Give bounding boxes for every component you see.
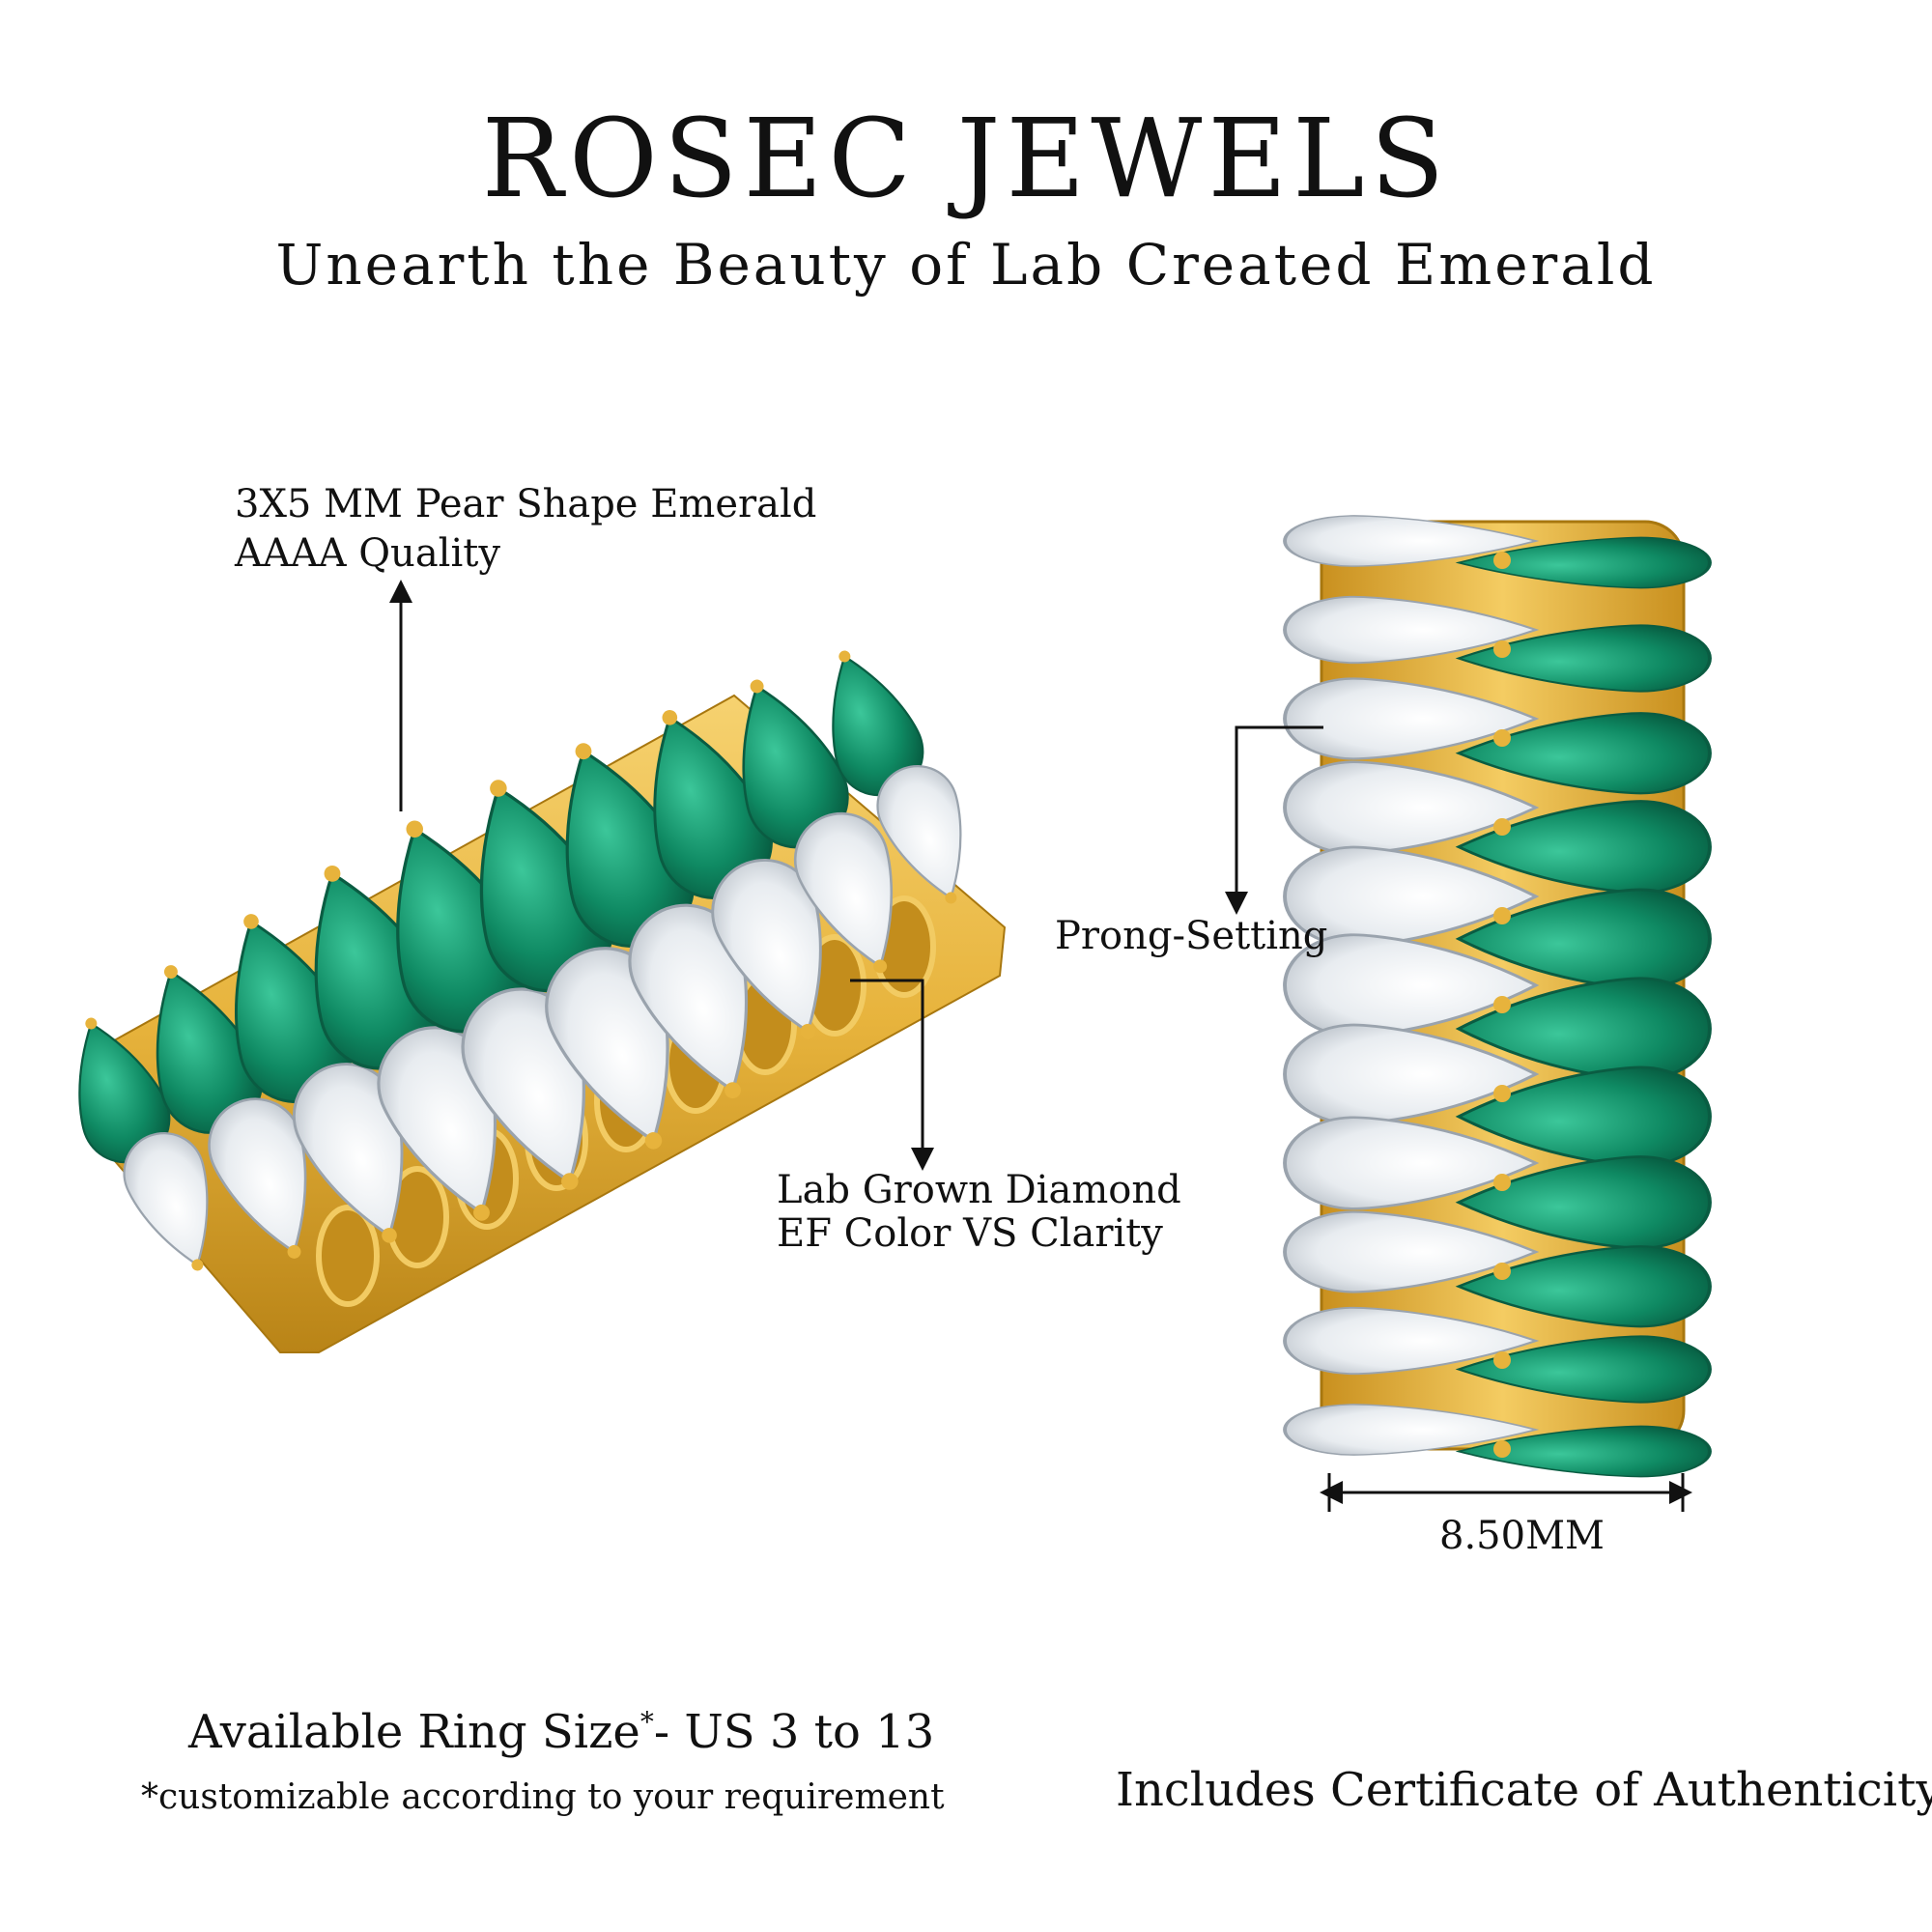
prong	[750, 679, 764, 694]
emerald-pear	[1455, 1335, 1712, 1404]
certificate-text: Includes Certificate of Authenticity	[1116, 1763, 1932, 1817]
diamond-pear	[1283, 595, 1540, 665]
diamond-pear	[123, 1131, 209, 1267]
right-diamond-stone	[1283, 1210, 1540, 1293]
emerald-pear	[1455, 712, 1712, 795]
prong	[561, 1173, 579, 1190]
prong	[382, 1228, 397, 1243]
diamond-pear	[1283, 1116, 1540, 1210]
prong	[1493, 1085, 1511, 1102]
left-diamond-stone	[123, 1131, 209, 1271]
emerald-label-line1: 3X5 MM Pear Shape Emerald	[235, 482, 817, 526]
right-diamond-stone	[1283, 1306, 1540, 1376]
right-diamond-stone	[1283, 515, 1540, 567]
right-emerald-stone	[1455, 1155, 1712, 1250]
prong	[1493, 1440, 1511, 1458]
diamond-pear	[1283, 515, 1540, 567]
prong	[1493, 1351, 1511, 1369]
ring-size-suffix: - US 3 to 13	[653, 1705, 935, 1759]
prong-label: Prong-Setting	[1055, 914, 1328, 958]
right-emerald-stone	[1455, 800, 1712, 895]
prong	[1493, 640, 1511, 658]
diamond-pear	[1283, 1210, 1540, 1293]
prong	[838, 650, 851, 663]
emerald-pear	[1455, 800, 1712, 895]
left-diamond-stone	[793, 811, 894, 974]
prong	[163, 965, 178, 980]
emerald-pear	[1455, 536, 1712, 589]
prong	[473, 1204, 490, 1221]
prong	[1493, 996, 1511, 1013]
width-label: 8.50MM	[1439, 1514, 1605, 1558]
prong	[490, 780, 507, 797]
prong	[85, 1017, 98, 1030]
emerald-pear	[1455, 1155, 1712, 1250]
prong	[662, 710, 678, 725]
right-emerald-stone	[1455, 1335, 1712, 1404]
prong	[873, 959, 888, 974]
brand-title: ROSEC JEWELS	[481, 97, 1451, 222]
prong	[1493, 552, 1511, 569]
right-diamond-stone	[1283, 1116, 1540, 1210]
prong	[644, 1132, 663, 1150]
diamond-arrow-icon	[850, 979, 934, 1171]
prong	[1493, 1263, 1511, 1280]
right-emerald-stone	[1455, 1425, 1712, 1478]
right-diamond-stone	[1283, 595, 1540, 665]
right-emerald-stone	[1455, 712, 1712, 795]
customizable-note: *customizable according to your requirem…	[141, 1777, 945, 1817]
prong	[1493, 729, 1511, 747]
diamond-label-line2: EF Color VS Clarity	[777, 1211, 1163, 1256]
left-diamond-stone	[876, 764, 962, 904]
ring-size-prefix: Available Ring Size	[188, 1705, 640, 1759]
diamond-pear	[711, 858, 822, 1035]
diamond-label-line1: Lab Grown Diamond	[777, 1168, 1181, 1212]
left-ring-view	[78, 650, 1007, 1353]
prong	[800, 1023, 816, 1039]
diamond-pear	[876, 764, 962, 900]
prong	[945, 892, 957, 904]
right-emerald-stone	[1455, 624, 1712, 693]
prong	[191, 1259, 204, 1271]
right-emerald-stone	[1455, 1245, 1712, 1328]
diamond-pear	[1283, 677, 1540, 760]
right-diamond-stone	[1283, 677, 1540, 760]
ring-size-asterisk: *	[639, 1706, 654, 1738]
diamond-pear	[1283, 1404, 1540, 1456]
prong	[1493, 818, 1511, 836]
emerald-pear	[1455, 624, 1712, 693]
emerald-pear	[1455, 1245, 1712, 1328]
prong	[1493, 1174, 1511, 1191]
prong	[243, 914, 259, 929]
right-diamond-stone	[1283, 1404, 1540, 1456]
prong	[575, 743, 592, 760]
left-diamond-stone	[711, 858, 822, 1039]
prong-arrow-icon	[1225, 725, 1323, 915]
emerald-pear	[1455, 1425, 1712, 1478]
diamond-pear	[793, 811, 894, 969]
diamond-pear	[1283, 1306, 1540, 1376]
emerald-label-line2: AAAA Quality	[235, 531, 500, 576]
tagline: Unearth the Beauty of Lab Created Emeral…	[275, 232, 1657, 298]
left-gallery-arch	[316, 1205, 380, 1307]
right-ring-view	[1283, 515, 1712, 1478]
prong	[1493, 907, 1511, 924]
prong	[324, 865, 341, 882]
prong	[406, 820, 423, 838]
prong	[724, 1082, 741, 1099]
right-emerald-stone	[1455, 536, 1712, 589]
prong	[287, 1244, 301, 1259]
ring-size-text: Available Ring Size*- US 3 to 13	[188, 1705, 934, 1759]
